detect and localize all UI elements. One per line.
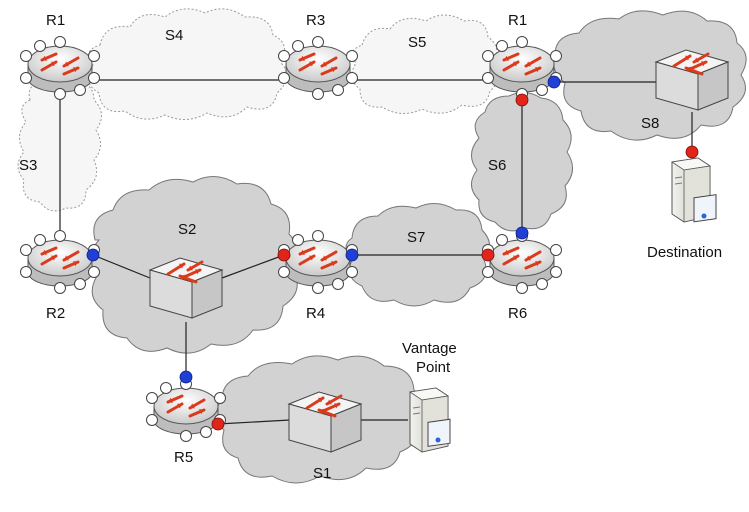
switches-layer xyxy=(148,49,730,453)
host-destination xyxy=(670,157,717,223)
subnet-cloud-s4 xyxy=(87,8,288,120)
switch-s1-icon xyxy=(287,391,363,453)
router-label-r5: R5 xyxy=(174,449,193,466)
router-label-r1a: R1 xyxy=(46,12,65,29)
subnet-label-s2: S2 xyxy=(178,221,196,238)
iface-in-r2 xyxy=(86,248,100,262)
router-r6-icon xyxy=(482,230,562,294)
router-r2-icon xyxy=(20,230,100,294)
subnet-label-s3: S3 xyxy=(19,157,37,174)
iface-in-r5 xyxy=(179,370,193,384)
router-r5-icon xyxy=(146,378,226,442)
labels: R1 R3 R1 R2 R4 R6 R5 S1 S2 S3 S4 S5 S6 S… xyxy=(19,12,722,482)
router-r1b-icon xyxy=(482,36,562,100)
subnet-label-s6: S6 xyxy=(488,157,506,174)
link-r2-s2switch xyxy=(92,254,151,279)
router-label-r2: R2 xyxy=(46,305,65,322)
iface-in-r6 xyxy=(515,226,529,240)
switch-s8-icon xyxy=(654,49,730,111)
router-r1a-icon xyxy=(20,36,100,100)
router-label-r1b: R1 xyxy=(508,12,527,29)
subnet-label-s1: S1 xyxy=(313,465,331,482)
iface-in-r1b xyxy=(547,75,561,89)
subnet-label-s4: S4 xyxy=(165,27,183,44)
subnet-cloud-s5 xyxy=(351,14,500,114)
iface-out-r4 xyxy=(277,248,291,262)
subnet-label-s8: S8 xyxy=(641,115,659,132)
iface-in-r4 xyxy=(345,248,359,262)
routers-layer xyxy=(20,36,562,442)
host-label-vantage-line2: Point xyxy=(416,359,451,376)
interface-dots xyxy=(86,75,699,431)
iface-out-r6 xyxy=(481,248,495,262)
iface-out-dest xyxy=(685,145,699,159)
link-r4-s2switch xyxy=(221,254,285,279)
host-label-destination: Destination xyxy=(647,244,722,261)
iface-out-r5 xyxy=(211,417,225,431)
subnet-label-s5: S5 xyxy=(408,34,426,51)
router-r3-icon xyxy=(278,36,358,100)
switch-s2-icon xyxy=(148,257,224,319)
router-label-r4: R4 xyxy=(306,305,325,322)
links xyxy=(59,79,693,425)
subnet-label-s7: S7 xyxy=(407,229,425,246)
host-vantage xyxy=(408,387,451,453)
router-label-r3: R3 xyxy=(306,12,325,29)
router-label-r6: R6 xyxy=(508,305,527,322)
host-label-vantage-line1: Vantage xyxy=(402,340,457,357)
link-r5-s1switch xyxy=(217,419,291,425)
iface-out-r1b xyxy=(515,93,529,107)
router-r4-icon xyxy=(278,230,358,294)
